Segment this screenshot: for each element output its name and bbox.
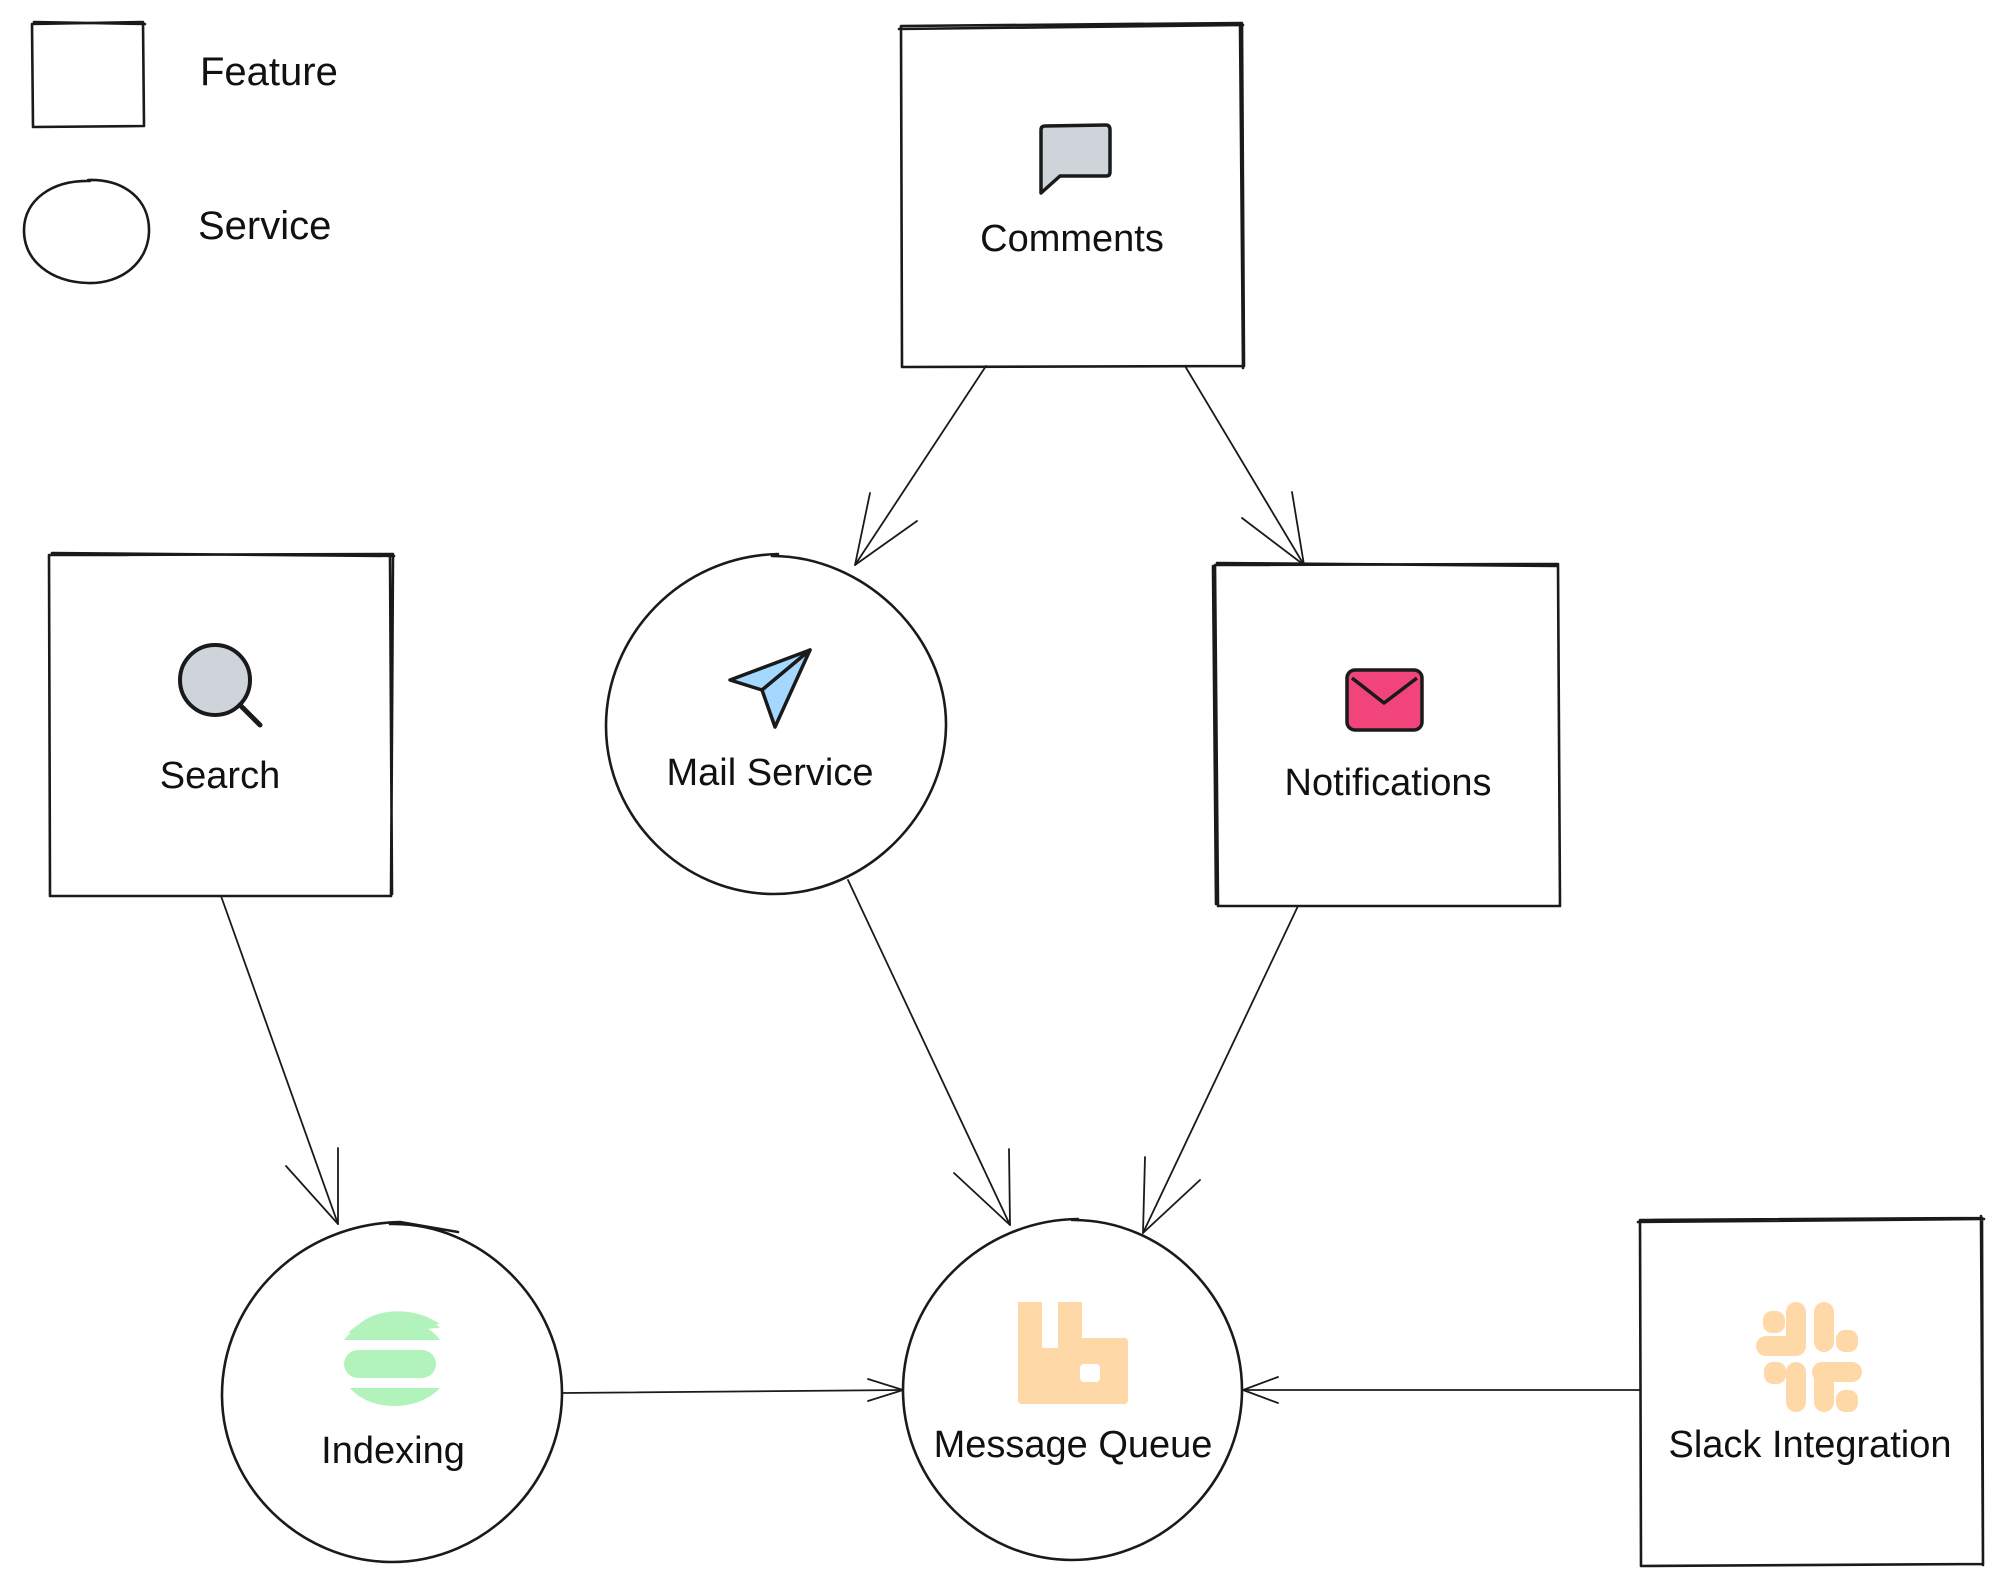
indexing-label: Indexing bbox=[321, 1430, 465, 1472]
comments-label: Comments bbox=[980, 218, 1164, 260]
edge-search-to-indexing bbox=[220, 895, 339, 1225]
edge-comments-to-mail-service bbox=[854, 365, 987, 566]
message-queue-circle[interactable] bbox=[901, 1217, 1244, 1562]
edge-slack-to-message-queue bbox=[1242, 1376, 1641, 1404]
slack-icon bbox=[1756, 1302, 1862, 1412]
magnifier-icon bbox=[178, 643, 263, 728]
search-label: Search bbox=[159, 755, 281, 797]
mail-service-circle[interactable] bbox=[604, 552, 948, 896]
elasticsearch-icon bbox=[344, 1311, 440, 1406]
indexing-circle[interactable] bbox=[220, 1220, 564, 1564]
search-box[interactable] bbox=[47, 551, 396, 898]
legend-service-label: Service bbox=[198, 204, 332, 248]
legend-feature-square bbox=[30, 20, 147, 129]
speech-bubble-icon bbox=[1039, 123, 1112, 195]
slack-integration-box[interactable] bbox=[1636, 1214, 1986, 1568]
rabbitmq-icon bbox=[1018, 1302, 1128, 1404]
legend bbox=[22, 20, 151, 285]
edge-mail-service-to-message-queue bbox=[847, 879, 1011, 1226]
notifications-box[interactable] bbox=[1211, 561, 1562, 908]
edge-indexing-to-message-queue bbox=[561, 1378, 904, 1402]
paper-plane-icon bbox=[728, 648, 812, 729]
notifications-label: Notifications bbox=[1284, 762, 1492, 804]
message-queue-label: Message Queue bbox=[933, 1424, 1213, 1466]
envelope-icon bbox=[1345, 668, 1424, 732]
mail-service-label: Mail Service bbox=[666, 752, 874, 794]
edge-comments-to-notifications bbox=[1184, 365, 1305, 566]
legend-feature-label: Feature bbox=[200, 50, 338, 94]
slack-integration-label: Slack Integration bbox=[1668, 1424, 1952, 1466]
legend-service-circle bbox=[22, 178, 151, 285]
edge-notifications-to-message-queue bbox=[1142, 905, 1299, 1234]
comments-box[interactable] bbox=[897, 21, 1246, 370]
